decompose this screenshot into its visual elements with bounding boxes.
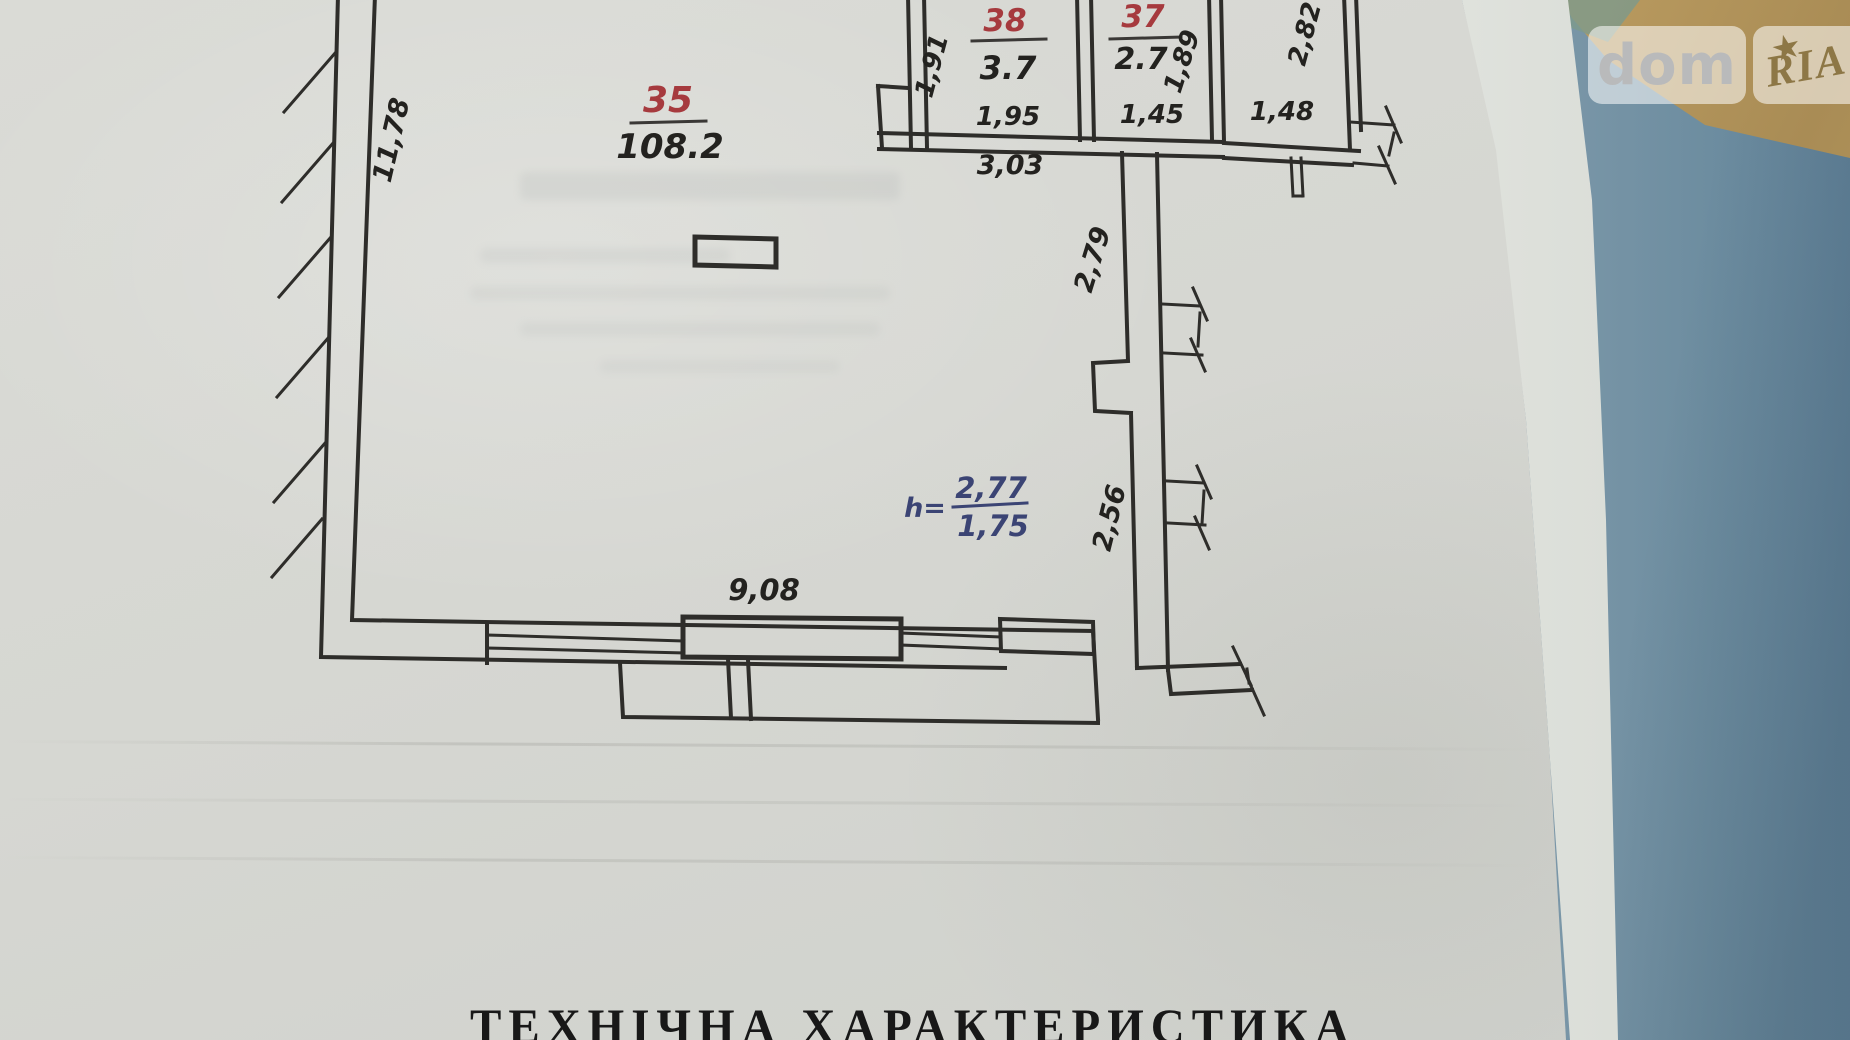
dim-2-56: 2,56	[1087, 482, 1133, 554]
bleed-through-marks	[520, 172, 900, 200]
dim-2-79: 2,79	[1068, 223, 1117, 296]
balcony-divider	[725, 656, 754, 722]
watermark-dom: dom	[1588, 26, 1746, 104]
room38-left-wall	[906, 0, 930, 151]
corridor-wall	[1090, 150, 1171, 673]
plan-labels: 35 108.2 38 3.7 1,95 1,91 37 2.7 1,89 1,…	[367, 0, 1328, 607]
room38-area: 3.7	[980, 49, 1037, 87]
bleed-through-marks	[520, 322, 880, 336]
dim-11-78: 11,78	[367, 95, 416, 185]
door-break-lower	[1165, 464, 1213, 551]
room35-fraction-bar	[629, 119, 708, 125]
column-symbol	[692, 234, 779, 270]
window-left-glazing	[485, 633, 686, 655]
door-break-top-right	[1348, 105, 1403, 185]
room37-area: 2.7	[1114, 42, 1167, 77]
room35-area: 108.2	[616, 127, 724, 167]
nook-wall	[875, 83, 911, 151]
watermark-dom-text: dom	[1597, 32, 1737, 98]
pipe-stub	[1289, 156, 1305, 198]
window-right-glazing	[899, 631, 1003, 651]
room38-fraction-bar	[970, 37, 1048, 43]
height-note-lower: 1,75	[957, 509, 1029, 543]
watermark-ria: ★ RIA	[1753, 25, 1850, 104]
dim-9-08: 9,08	[728, 573, 800, 607]
walls	[269, 0, 1403, 726]
wall-38-37	[1075, 0, 1097, 143]
rooms-bottom-wall	[876, 130, 1226, 160]
left-wall-inner	[349, 0, 1096, 634]
wall-37-next	[1207, 0, 1227, 145]
room37-fraction-bar	[1108, 35, 1183, 41]
dim-1-91: 1,91	[909, 31, 955, 101]
bottom-wall-pier	[997, 616, 1097, 657]
room35-number: 35	[643, 80, 693, 121]
bleed-through-marks	[470, 286, 890, 300]
bleed-through-marks	[480, 248, 730, 263]
height-note-bar	[951, 501, 1029, 509]
bottom-right-jamb	[1090, 628, 1101, 722]
balcony-outline	[617, 660, 1101, 726]
height-note-upper: 2,77	[955, 471, 1027, 505]
room37-number: 37	[1121, 0, 1165, 35]
dim-1-45: 1,45	[1120, 100, 1184, 130]
door-break-bottom	[1231, 645, 1266, 717]
height-note-prefix: h=	[904, 493, 946, 524]
french-window	[680, 614, 904, 662]
left-wall-outer	[318, 0, 1008, 671]
room38-number: 38	[983, 3, 1026, 39]
room3-bottom-wall	[1221, 140, 1362, 168]
wall-hatch-marks	[269, 49, 339, 580]
document-title: ТЕХНІЧНА ХАРАКТЕРИСТИКА	[470, 999, 1356, 1040]
corridor-wall-return	[1134, 661, 1255, 697]
room3-right-wall	[1342, 0, 1364, 153]
dim-1-48: 1,48	[1250, 97, 1314, 127]
dim-1-95: 1,95	[976, 102, 1040, 132]
dim-3-03: 3,03	[977, 150, 1044, 181]
door-break-upper	[1160, 286, 1209, 373]
bleed-through-marks	[600, 360, 840, 373]
dim-2-82: 2,82	[1282, 0, 1328, 69]
